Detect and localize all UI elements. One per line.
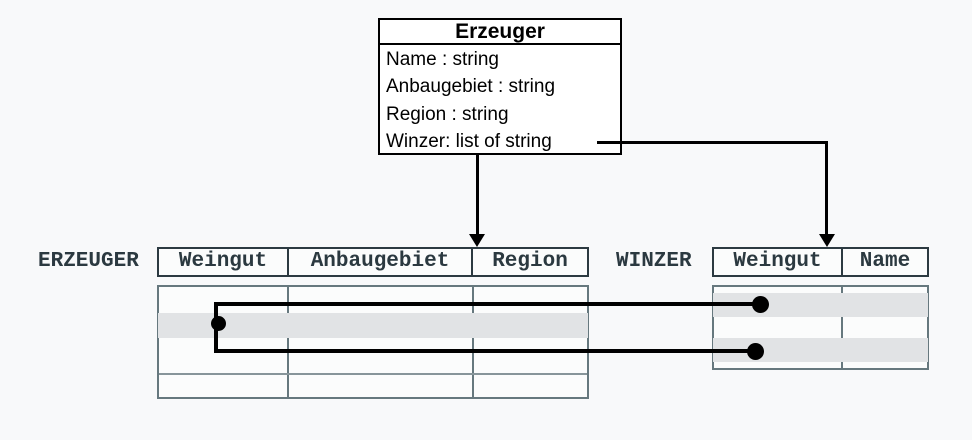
link-dot — [752, 296, 769, 313]
table-label-winzer: WINZER — [616, 250, 692, 273]
column-separator — [841, 287, 843, 368]
arrow-erzeuger-shaft — [476, 155, 479, 235]
class-attribute-list: Name : string Anbaugebiet : string Regio… — [380, 45, 620, 156]
link-dot — [747, 343, 764, 360]
column-header-weingut: Weingut — [733, 250, 822, 273]
column-separator — [287, 287, 289, 397]
class-attribute-name: Name : string — [386, 49, 499, 70]
link-dot — [211, 316, 226, 331]
class-attribute-winzer: Winzer: list of string — [386, 131, 552, 153]
row-highlight — [158, 313, 588, 338]
arrow-down-icon — [469, 234, 485, 247]
link-line-lower — [214, 349, 755, 353]
class-attribute-anbaugebiet: Anbaugebiet : string — [386, 76, 556, 98]
column-separator — [472, 287, 474, 397]
class-box-erzeuger: Erzeuger Name : string Anbaugebiet : str… — [378, 18, 622, 155]
arrow-winzer-horizontal — [597, 141, 828, 144]
class-title: Erzeuger — [380, 20, 620, 45]
row-gridline — [159, 373, 587, 375]
arrow-down-icon — [819, 234, 835, 247]
table-header-erzeuger: Weingut Anbaugebiet Region — [157, 247, 589, 277]
table-body-winzer — [712, 285, 929, 370]
column-header-region: Region — [471, 249, 587, 275]
column-header-name: Name — [841, 249, 927, 275]
column-header-weingut: Weingut — [178, 250, 268, 273]
table-label-erzeuger: ERZEUGER — [38, 250, 139, 273]
link-line-upper — [214, 302, 760, 306]
column-header-anbaugebiet: Anbaugebiet — [287, 249, 471, 275]
table-header-winzer: Weingut Name — [712, 247, 929, 277]
arrow-winzer-shaft — [825, 141, 828, 235]
class-attribute-region: Region : string — [386, 103, 509, 125]
